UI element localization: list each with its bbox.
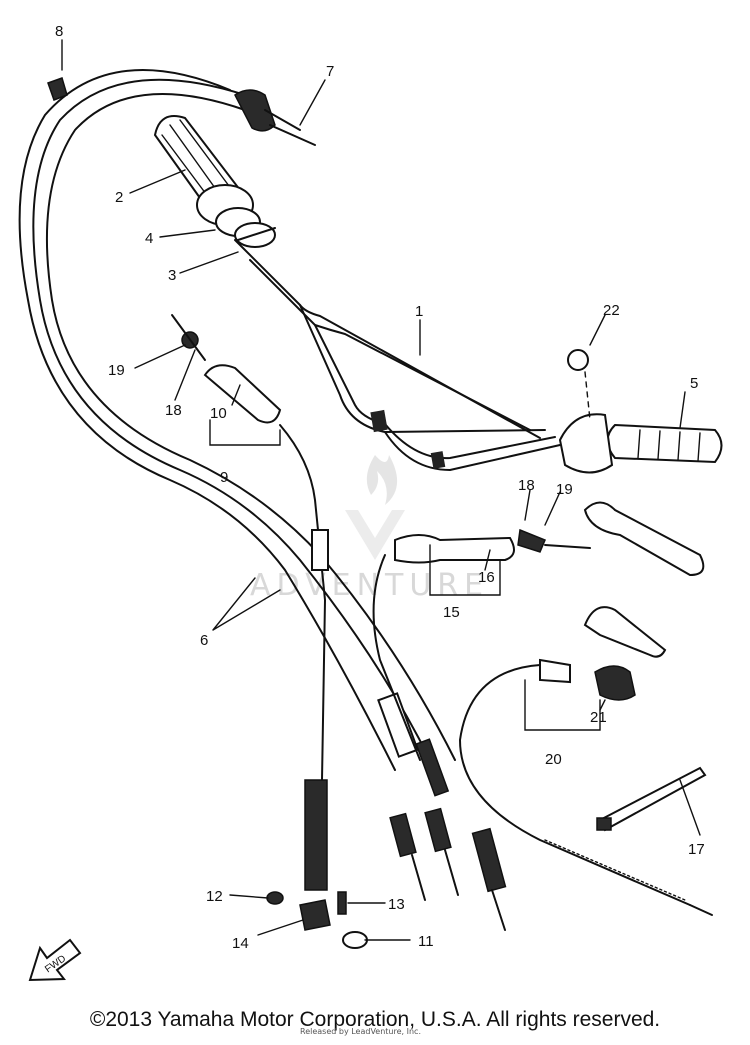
callout-1: 1 [415,303,423,320]
callout-19-left: 19 [108,362,125,379]
cable-clamp [47,77,68,101]
handlebar [234,239,561,471]
copyright-notice: ©2013 Yamaha Motor Corporation, U.S.A. A… [89,1008,661,1031]
callout-6: 6 [200,632,208,649]
callout-numbers: 8 7 2 4 3 1 22 5 19 18 10 9 18 19 16 15 … [55,23,705,952]
fwd-arrow-icon: FWD [28,938,82,982]
callout-9: 9 [220,469,228,486]
clutch-lever-bracket [583,606,667,658]
clutch-cable [372,528,591,761]
callout-14: 14 [232,935,249,952]
callout-17: 17 [688,841,705,858]
handlebar-cable-diagram: ADVENTURE [18,23,723,982]
watermark-logo-icon [345,455,405,560]
callout-19-right: 19 [556,481,573,498]
callout-8: 8 [55,23,63,40]
right-grip [558,349,723,474]
callout-5: 5 [690,375,698,392]
small-fittings [266,891,368,949]
throttle-housing [234,89,316,146]
throttle-cables [18,69,507,931]
callout-15: 15 [443,604,460,621]
release-credit: Released by LeadVenture, Inc. [300,1027,421,1036]
callout-7: 7 [326,63,334,80]
callout-16: 16 [478,569,495,586]
callout-12: 12 [206,888,223,905]
callout-4: 4 [145,230,153,247]
callout-2: 2 [115,189,123,206]
callout-21: 21 [590,709,607,726]
callout-22: 22 [603,302,620,319]
plug-cap [567,349,589,371]
brake-lever [583,501,705,577]
leader-lines [61,39,701,941]
callout-11: 11 [418,933,434,950]
callout-18-right: 18 [518,477,535,494]
callout-13: 13 [388,896,405,913]
callout-18-left: 18 [165,402,182,419]
callout-20: 20 [545,751,562,768]
throttle-collar [234,222,276,248]
cable-tie [596,766,707,832]
decompression-cable [459,658,713,916]
callout-10: 10 [210,405,227,422]
left-grip [153,115,261,237]
watermark-text: ADVENTURE [250,568,489,603]
callout-3: 3 [168,267,176,284]
choke-cable [171,314,329,891]
